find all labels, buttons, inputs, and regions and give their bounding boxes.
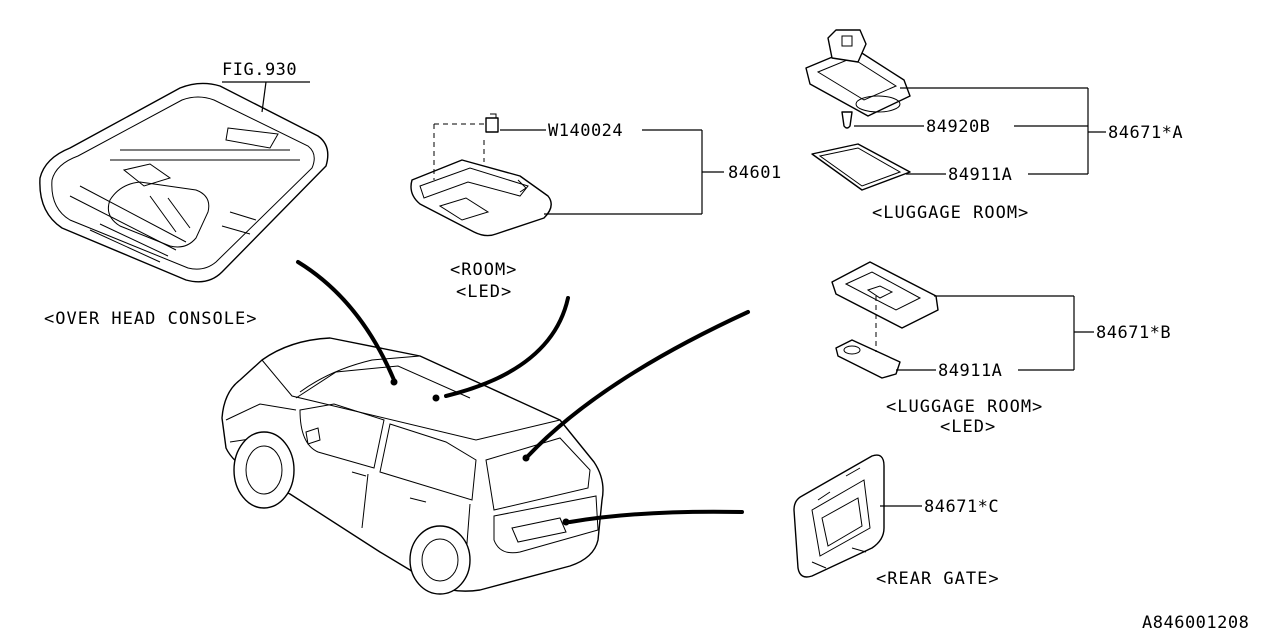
84920b-label: 84920B — [926, 117, 990, 137]
84671c-label: 84671*C — [924, 497, 999, 517]
room-caption: <ROOM> — [450, 260, 517, 280]
diagram-code: A846001208 — [1142, 613, 1249, 633]
overhead-console-leader — [296, 260, 396, 382]
rear-gate-lamp-leader — [568, 509, 744, 524]
room-lamp-bulb — [485, 117, 499, 133]
room-led-caption: <LED> — [456, 282, 512, 302]
fig-930-leader — [261, 81, 267, 113]
room-lamp-location-dot — [432, 394, 440, 402]
84601-label: 84601 — [728, 163, 782, 183]
w140024-label: W140024 — [548, 121, 623, 141]
luggage-lamp-leader — [526, 310, 750, 458]
luggage-lamp-a-bulb — [841, 111, 853, 129]
luggage-room-caption-a: <LUGGAGE ROOM> — [872, 203, 1029, 223]
overhead-console-caption: <OVER HEAD CONSOLE> — [44, 309, 257, 329]
vehicle-illustration — [221, 337, 604, 595]
84671b-label: 84671*B — [1096, 323, 1171, 343]
room-lamp-leader — [444, 296, 570, 398]
fig-930-label: FIG.930 — [222, 60, 297, 80]
luggage-lamp-a-lens — [811, 143, 911, 191]
luggage-room-led-caption: <LED> — [940, 417, 996, 437]
overhead-console-illustration — [39, 82, 329, 283]
84911a-label-a: 84911A — [948, 165, 1012, 185]
luggage-lamp-b-lens — [835, 339, 901, 379]
luggage-lamp-b-illustration — [831, 261, 939, 379]
rear-gate-lamp-location-dot — [562, 518, 570, 526]
84911a-label-b: 84911A — [938, 361, 1002, 381]
room-lamp-illustration — [410, 113, 552, 237]
rear-gate-lamp-illustration — [793, 454, 885, 578]
rear-gate-caption: <REAR GATE> — [876, 569, 1000, 589]
luggage-lamp-a-illustration — [805, 29, 911, 191]
luggage-room-caption-b: <LUGGAGE ROOM> — [886, 397, 1043, 417]
84671a-label: 84671*A — [1108, 123, 1183, 143]
